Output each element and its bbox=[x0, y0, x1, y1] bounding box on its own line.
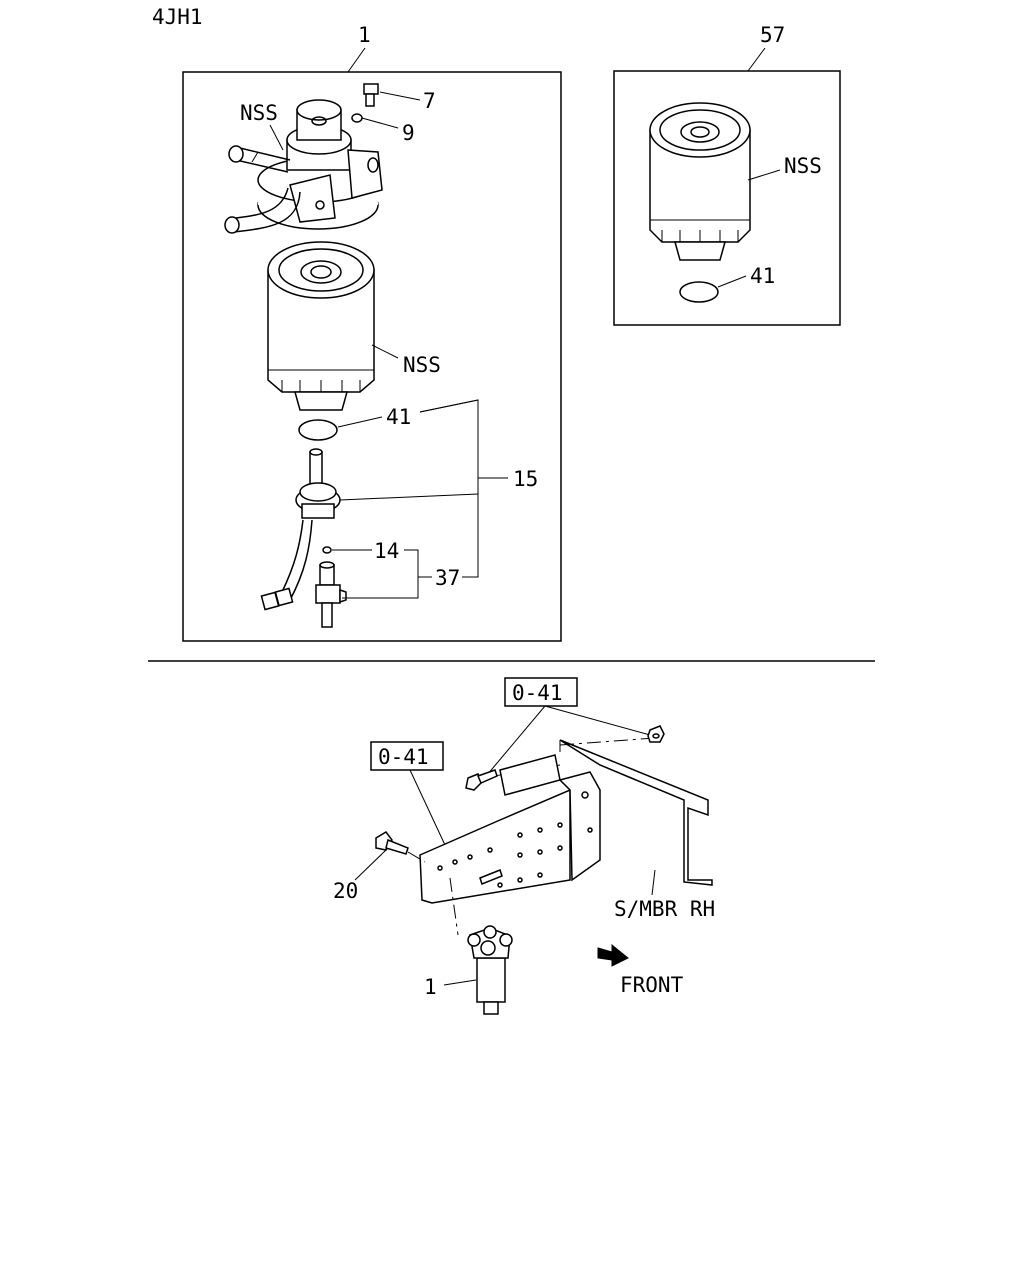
label-ref-top: 0-41 bbox=[512, 681, 563, 705]
oring-41 bbox=[298, 419, 338, 441]
ref-box-top bbox=[504, 677, 578, 707]
mounting-bracket bbox=[419, 754, 601, 904]
label-nss-head: NSS bbox=[240, 101, 278, 125]
bolt-7 bbox=[363, 83, 379, 107]
label-bolt-7: 7 bbox=[423, 89, 436, 113]
flange-nut bbox=[647, 725, 665, 743]
label-washer-9: 9 bbox=[402, 121, 415, 145]
filter-kit-box bbox=[613, 70, 841, 326]
label-nss-kit: NSS bbox=[784, 154, 822, 178]
ref-box-left bbox=[370, 741, 444, 771]
washer-9 bbox=[351, 113, 363, 123]
kit-cartridge bbox=[649, 102, 751, 261]
frame-side-member bbox=[469, 737, 713, 886]
label-frame: S/MBR RH bbox=[614, 897, 715, 921]
bolt-20 bbox=[375, 831, 409, 855]
drain-plug bbox=[315, 561, 347, 628]
water-sensor bbox=[260, 448, 341, 611]
top-bolt bbox=[465, 769, 498, 791]
label-group-15: 15 bbox=[513, 467, 538, 491]
label-oring-14: 14 bbox=[374, 539, 399, 563]
kit-oring-41 bbox=[679, 281, 719, 303]
label-oring-41: 41 bbox=[386, 405, 411, 429]
label-assembly-1: 1 bbox=[358, 23, 371, 47]
label-nss-cartridge: NSS bbox=[403, 353, 441, 377]
small-filter bbox=[449, 877, 513, 1015]
front-arrow-icon bbox=[597, 943, 629, 967]
label-group-37: 37 bbox=[435, 566, 460, 590]
model-code: 4JH1 bbox=[152, 5, 203, 29]
label-oring-41-kit: 41 bbox=[750, 264, 775, 288]
filter-cartridge bbox=[267, 241, 375, 411]
filter-assembly-box: 1 bbox=[182, 23, 562, 642]
label-ref-left: 0-41 bbox=[378, 745, 429, 769]
oring-14 bbox=[322, 546, 332, 554]
label-filter-1: 1 bbox=[424, 975, 437, 999]
label-kit-57: 57 bbox=[760, 23, 785, 47]
filter-head bbox=[224, 99, 383, 234]
label-front: FRONT bbox=[620, 973, 684, 997]
label-bolt-20: 20 bbox=[333, 879, 358, 903]
